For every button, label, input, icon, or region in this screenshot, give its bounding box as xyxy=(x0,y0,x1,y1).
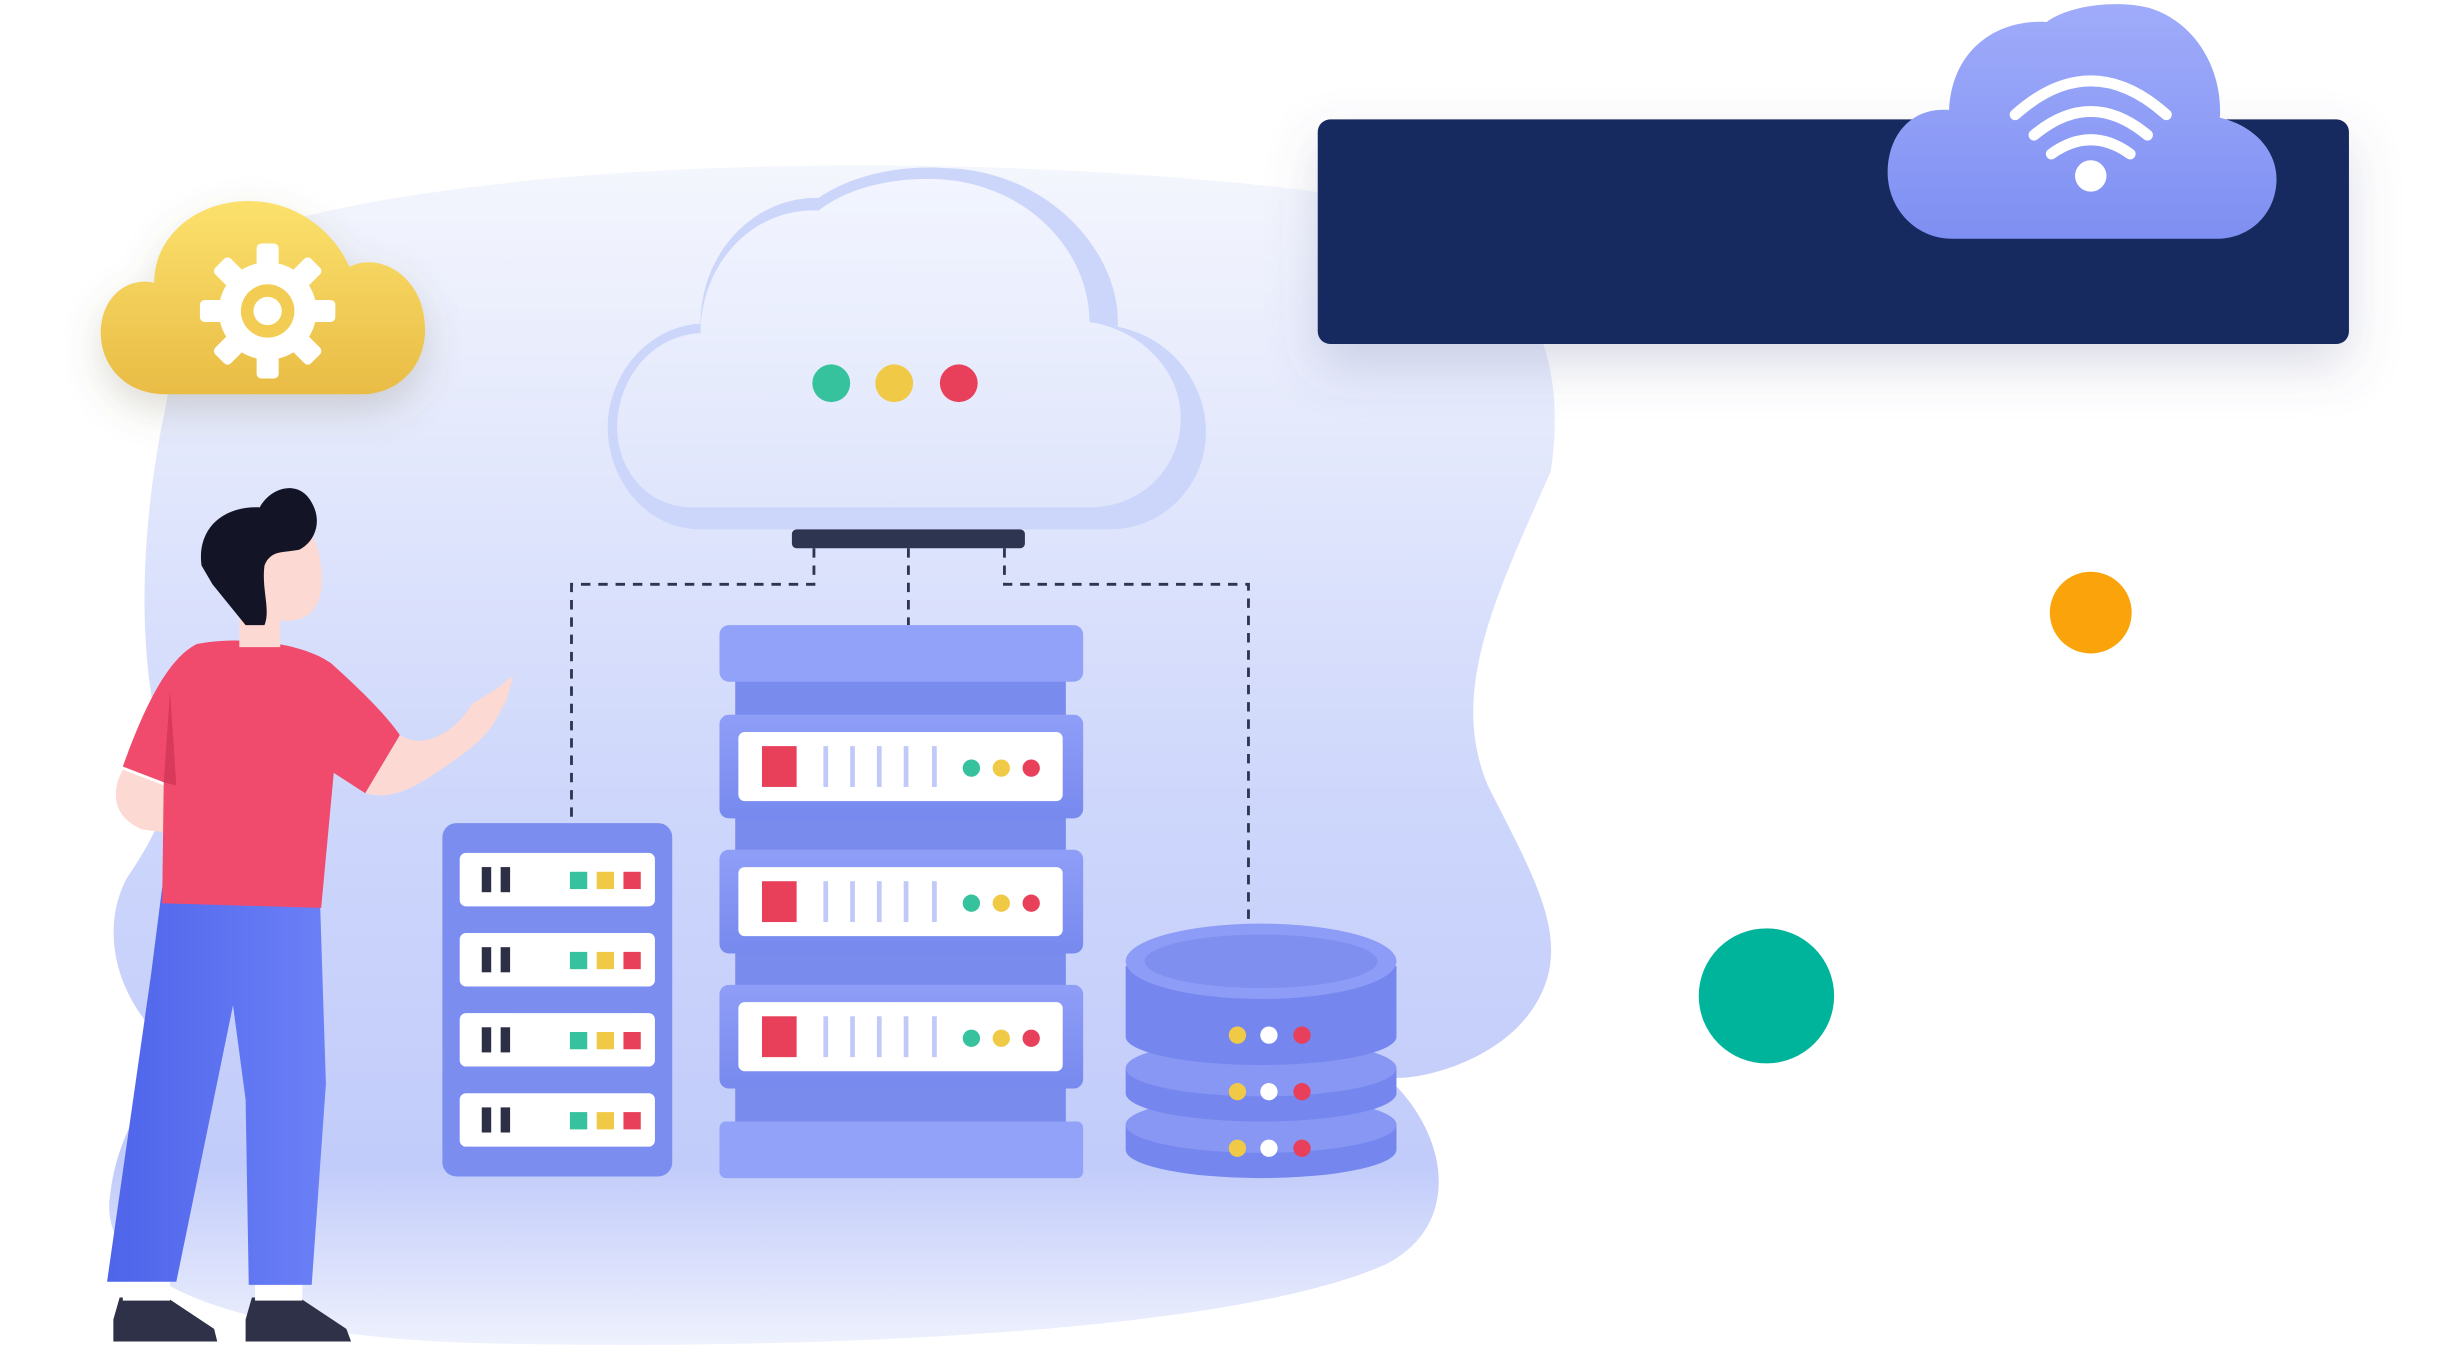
person-figure xyxy=(107,488,514,1342)
gear-cloud-icon xyxy=(100,201,426,395)
wifi-cloud-icon xyxy=(1887,4,2277,239)
server-rack-icon xyxy=(442,823,673,1177)
wifi-signal-icon xyxy=(2009,75,2172,160)
status-cloud-icon xyxy=(607,167,1206,530)
cloud-connector-bar xyxy=(791,529,1025,549)
status-led-green xyxy=(812,364,851,403)
database-icon xyxy=(1125,923,1397,1179)
teal-dot xyxy=(1698,928,1835,1064)
orange-dot xyxy=(2049,571,2132,654)
hair xyxy=(200,488,317,626)
gear-icon xyxy=(199,243,336,379)
shirt xyxy=(122,640,400,908)
right-shoe xyxy=(245,1297,352,1342)
status-led-red xyxy=(939,364,978,403)
server-tower-icon xyxy=(719,625,1084,1179)
left-shoe xyxy=(113,1297,218,1342)
status-led-yellow xyxy=(875,364,914,403)
pants xyxy=(107,887,326,1285)
